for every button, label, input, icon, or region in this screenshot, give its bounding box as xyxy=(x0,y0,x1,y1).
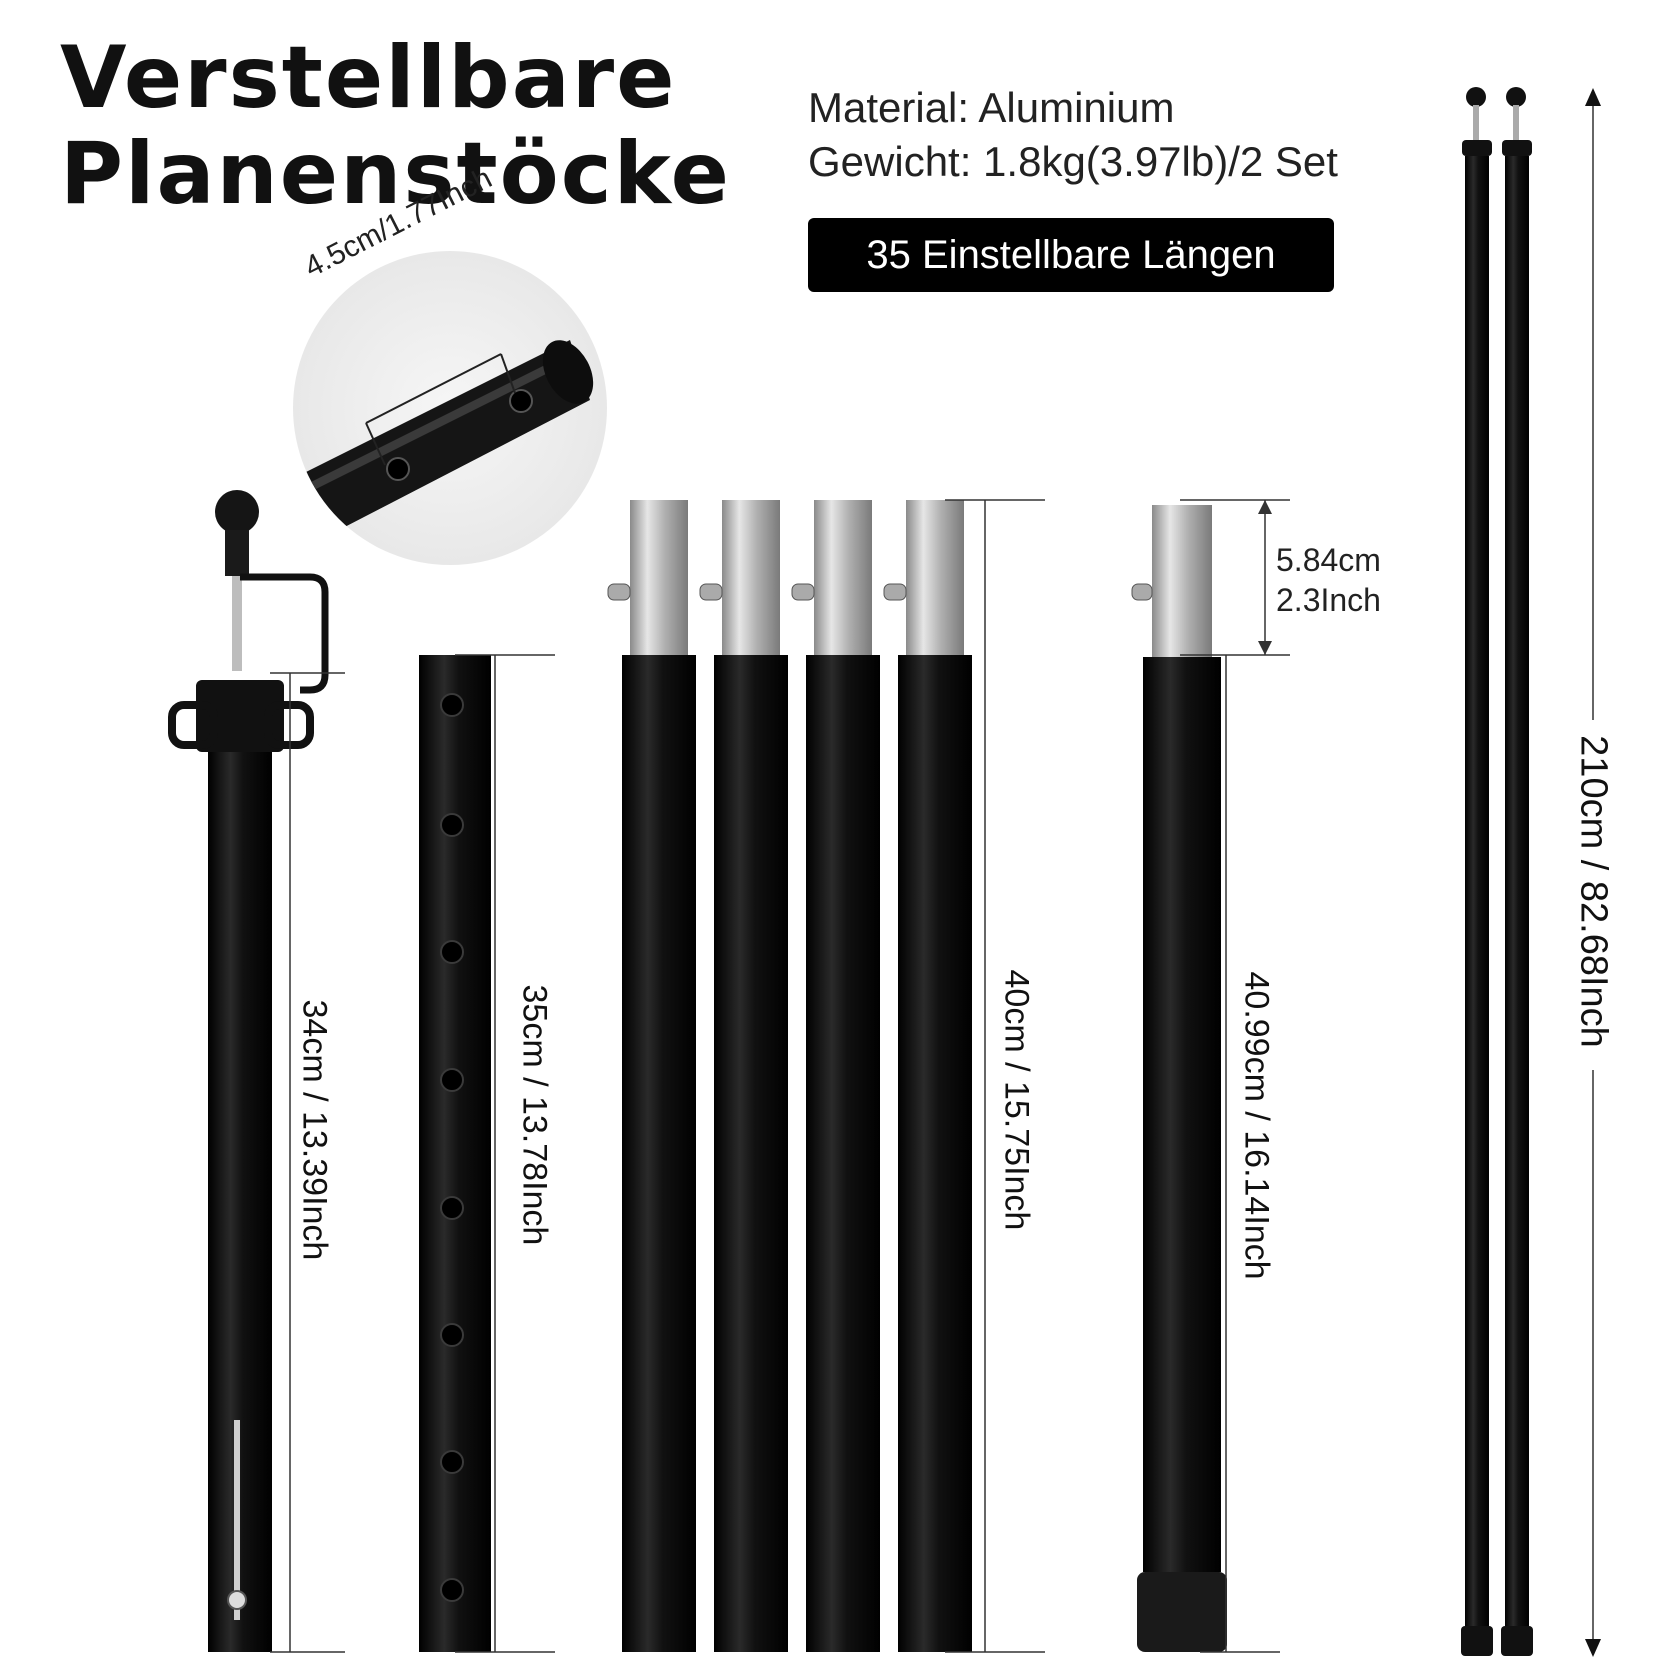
extension-pole xyxy=(883,500,972,1652)
top-pole-section xyxy=(168,490,329,1652)
pole-hole-icon xyxy=(440,1068,464,1092)
pole-hole-icon xyxy=(440,1578,464,1602)
spigot-length-inch: 2.3Inch xyxy=(1276,582,1381,618)
hole-icon xyxy=(386,457,410,481)
bottom-section-length-label: 40.99cm / 16.14Inch xyxy=(1237,971,1276,1280)
extension-pole xyxy=(607,500,696,1652)
pole-hole-icon xyxy=(440,1196,464,1220)
bottom-pole-section xyxy=(1131,505,1227,1652)
middle-pole-section xyxy=(419,655,491,1652)
total-length-label: 210cm / 82.68Inch xyxy=(1572,735,1615,1048)
pole-hole-icon xyxy=(440,813,464,837)
pole-hole-icon xyxy=(440,1323,464,1347)
pole-hole-icon xyxy=(440,1450,464,1474)
dimension-lines xyxy=(270,90,1594,1655)
extension-pole-sections xyxy=(607,500,972,1652)
pole-hole-icon xyxy=(440,940,464,964)
weight-spec: Gewicht: 1.8kg(3.97lb)/2 Set xyxy=(808,138,1338,185)
material-spec: Material: Aluminium xyxy=(808,84,1175,131)
middle-section-length-label: 35cm / 13.78Inch xyxy=(515,984,554,1246)
top-section-length-label: 34cm / 13.39Inch xyxy=(295,999,334,1261)
page-title: Verstellbare Planenstöcke xyxy=(60,30,731,222)
title-line-2: Planenstöcke xyxy=(60,124,731,224)
spigot-length-cm: 5.84cm xyxy=(1276,542,1381,578)
hole-icon xyxy=(509,389,533,413)
adjustable-lengths-badge: 35 Einstellbare Längen xyxy=(808,218,1334,292)
pole-hole-icon xyxy=(440,693,464,717)
assembled-poles xyxy=(1461,87,1533,1656)
hole-detail-zoom xyxy=(293,251,607,565)
extension-pole xyxy=(791,500,880,1652)
title-line-1: Verstellbare xyxy=(60,28,677,128)
extension-pole xyxy=(699,500,788,1652)
extension-section-length-label: 40cm / 15.75Inch xyxy=(997,969,1036,1231)
